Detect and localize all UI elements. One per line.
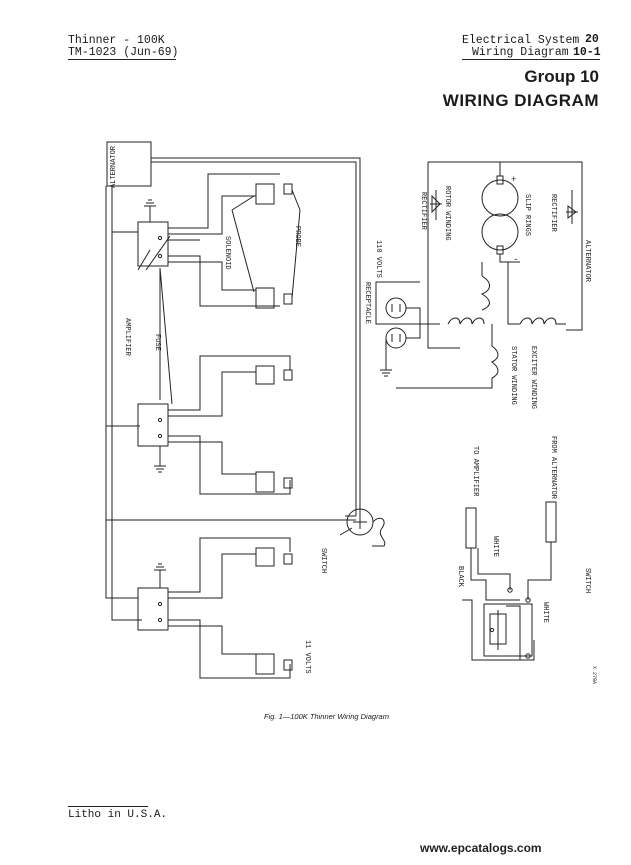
- label-minus: -: [513, 255, 518, 265]
- harness-left-1: [111, 186, 142, 621]
- label-stator-winding: STATOR WINDING: [509, 346, 517, 405]
- header-page-number: 20: [585, 33, 599, 46]
- figure-caption: Fig. 1—100K Thinner Wiring Diagram: [264, 712, 389, 721]
- harness-top-inner: [151, 161, 357, 516]
- alternator-box-left: [106, 141, 152, 187]
- header-manual-number: TM-1023 (Jun-69): [68, 46, 179, 59]
- label-rectifier-right: RECTIFIER: [549, 194, 557, 233]
- footer-rule: [68, 806, 148, 807]
- header-model: Thinner - 100K: [68, 34, 165, 47]
- header-rule-left: [68, 59, 176, 60]
- header-rule-right: [462, 59, 600, 60]
- label-alternator-left: ALTERNATOR: [110, 145, 118, 188]
- label-slip-rings: SLIP RINGS: [523, 194, 531, 236]
- alternator-schematic: [375, 161, 583, 389]
- label-black: BLACK: [456, 566, 464, 588]
- amplifier-3: [137, 537, 293, 679]
- harness-top: [151, 157, 361, 520]
- label-fuse: FUSE: [153, 334, 161, 351]
- label-110-volts: 110 VOLTS: [374, 240, 382, 278]
- label-switch: SWITCH: [319, 548, 327, 573]
- label-rotor-winding: ROTOR WINDING: [443, 186, 451, 241]
- group-title: WIRING DIAGRAM: [442, 91, 599, 110]
- footer-litho: Litho in U.S.A.: [68, 809, 168, 821]
- label-probe: PROBE: [293, 226, 301, 247]
- label-solenoid: SOLENOID: [223, 236, 231, 270]
- header-page-ref: 10-1: [573, 46, 601, 59]
- label-white-2: WHITE: [541, 602, 549, 623]
- label-plus: +: [511, 175, 516, 185]
- switch-detail: [462, 501, 557, 661]
- header-subsection: Wiring Diagram: [472, 46, 569, 59]
- label-switch-detail: SWITCH: [583, 568, 591, 593]
- label-white-1: WHITE: [491, 536, 499, 557]
- group-number: Group 10: [524, 67, 599, 86]
- label-exciter-winding: EXCITER WINDING: [529, 346, 537, 409]
- watermark-link[interactable]: www.epcatalogs.com: [420, 841, 542, 855]
- label-to-amplifier: TO AMPLIFIER: [471, 446, 479, 497]
- label-11-volts: 11 VOLTS: [303, 640, 311, 674]
- label-from-alternator: FROM ALTERNATOR: [549, 436, 557, 500]
- amplifier-1: [137, 173, 293, 309]
- label-receptacle: RECEPTACLE: [363, 282, 371, 324]
- label-rectifier-left: RECTIFIER: [419, 192, 427, 231]
- label-amplifier: AMPLIFIER: [123, 318, 131, 357]
- label-alternator-right: ALTERNATOR: [583, 240, 591, 283]
- amplifier-2: [137, 355, 293, 495]
- label-ref-code: X 278A: [591, 666, 597, 684]
- header-section: Electrical System: [462, 34, 580, 47]
